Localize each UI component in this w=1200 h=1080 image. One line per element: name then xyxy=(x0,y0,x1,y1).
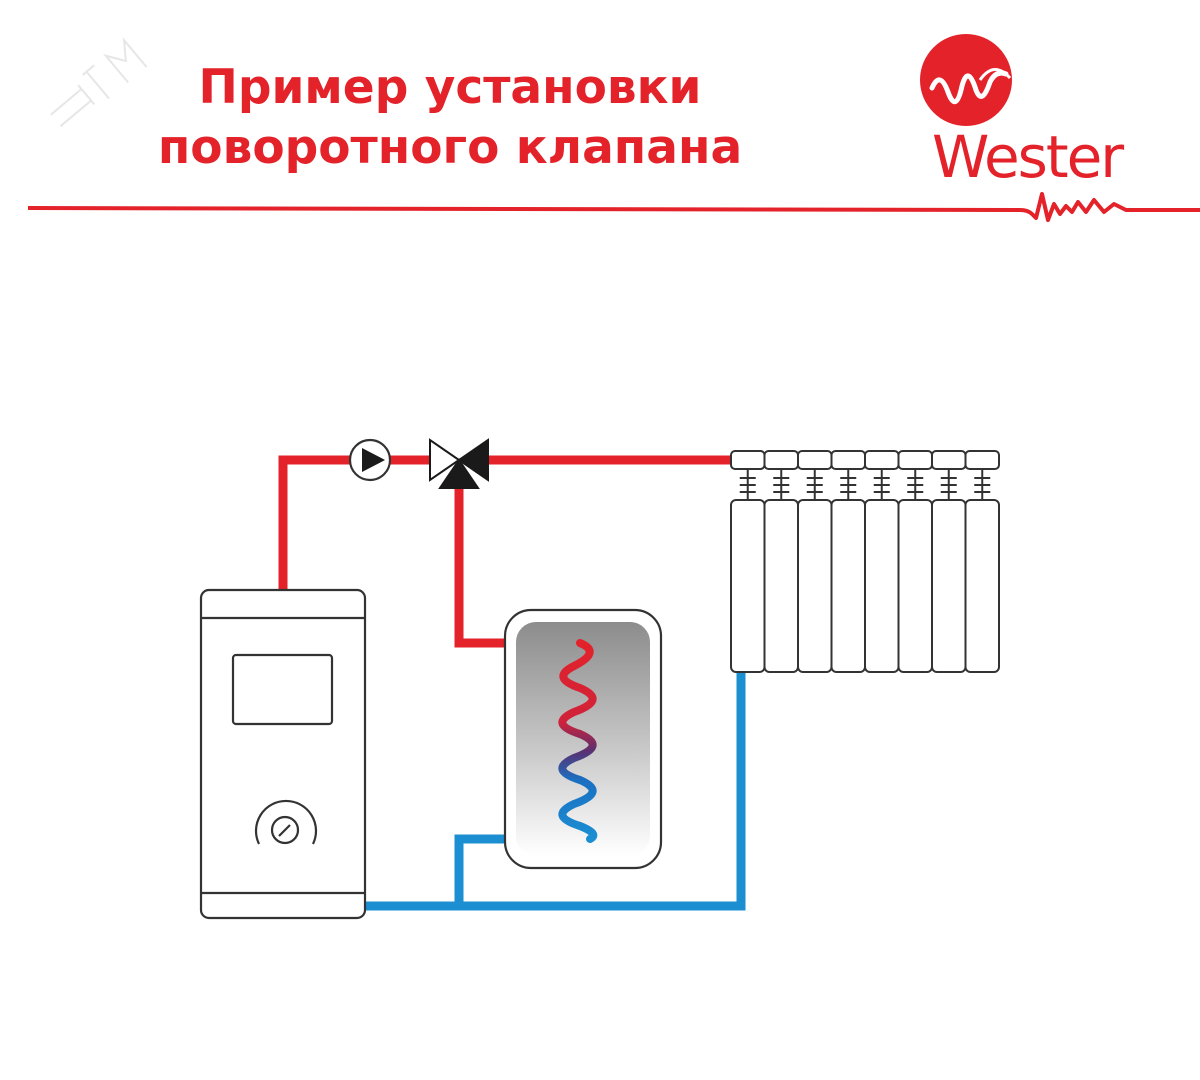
brand-logo: Wester xyxy=(910,30,1170,191)
radiator-section xyxy=(964,450,1000,673)
gauge-icon xyxy=(254,799,318,845)
boiler-display xyxy=(231,653,334,726)
radiator xyxy=(730,450,1000,673)
return-main-pipe xyxy=(365,672,746,911)
radiator-section xyxy=(730,450,766,673)
boiler xyxy=(199,588,367,920)
heat-coil xyxy=(558,639,598,843)
page-title: Пример установки поворотного клапана xyxy=(120,58,780,178)
three-way-valve-icon xyxy=(429,438,489,489)
logo-wordmark: Wester xyxy=(932,123,1124,191)
water-tank xyxy=(503,608,663,870)
title-line-1: Пример установки xyxy=(198,60,702,115)
radiator-section xyxy=(864,450,900,673)
header-divider xyxy=(27,192,1200,222)
radiator-section xyxy=(763,450,799,673)
boiler-supply-pipe xyxy=(278,455,350,590)
radiator-section xyxy=(797,450,833,673)
radiator-section xyxy=(931,450,967,673)
logo-mark xyxy=(920,34,1012,126)
radiator-section xyxy=(830,450,866,673)
radiator-section xyxy=(897,450,933,673)
pump-icon xyxy=(348,438,392,482)
title-line-2: поворотного клапана xyxy=(157,120,743,175)
